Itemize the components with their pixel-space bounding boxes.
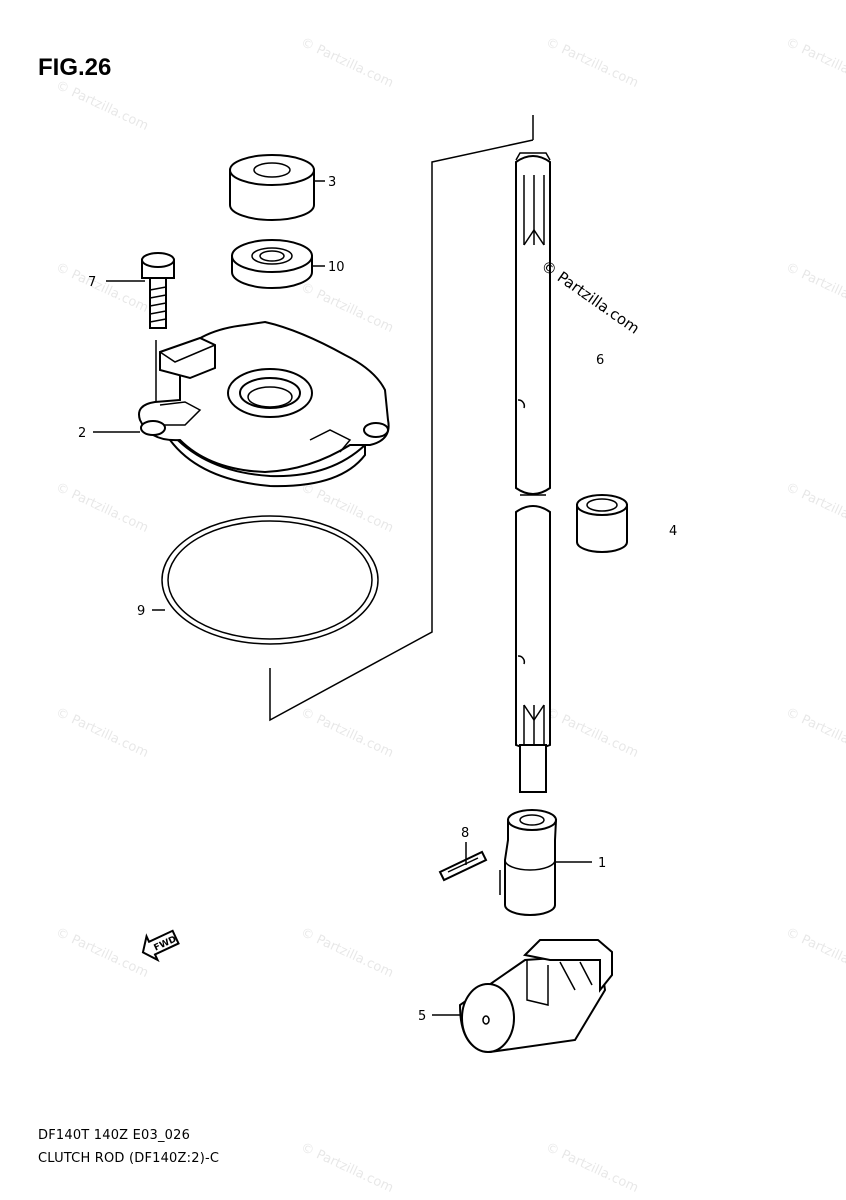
part-5-shifter[interactable] [458,939,613,1054]
watermark-main: © Partzilla.com [538,257,643,338]
watermark: © Partzilla.com [298,480,395,536]
part-7-bolt[interactable] [141,252,175,329]
part-3-spacer[interactable] [229,154,315,221]
footer-assembly-name: CLUTCH ROD (DF140Z:2)-C [38,1151,220,1166]
callout-9: 9 [137,604,145,619]
part-6-clutch-rod[interactable] [515,152,551,793]
watermark: © Partzilla.com [783,35,846,91]
watermark: © Partzilla.com [298,35,395,91]
part-10-oil-seal[interactable] [231,239,313,289]
watermark: © Partzilla.com [298,1140,395,1196]
callout-7: 7 [88,275,96,290]
callout-6: 6 [596,353,604,368]
assembly-bracket-line [269,115,534,722]
watermark: © Partzilla.com [783,480,846,536]
watermark: © Partzilla.com [53,925,150,981]
watermark-grid: © Partzilla.com © Partzilla.com © Partzi… [53,35,846,1196]
footer-catalog-code: DF140T 140Z E03_026 [38,1128,191,1143]
callout-8: 8 [461,826,469,841]
watermark: © Partzilla.com [298,280,395,336]
callout-2: 2 [78,426,86,441]
watermark: © Partzilla.com [783,925,846,981]
watermark: © Partzilla.com [53,78,150,134]
watermark: © Partzilla.com [783,260,846,316]
callout-5: 5 [418,1009,426,1024]
watermark: © Partzilla.com [543,1140,640,1196]
part-1-connector[interactable] [499,809,558,916]
callout-1: 1 [598,856,606,871]
fwd-direction-badge: FWD [141,929,180,963]
watermark: © Partzilla.com [543,35,640,91]
leader-lines [93,180,592,1016]
part-9-o-ring[interactable] [161,515,379,645]
watermark: © Partzilla.com [298,705,395,761]
figure-title: FIG.26 [38,54,112,81]
watermark: © Partzilla.com [543,705,640,761]
watermark: © Partzilla.com [783,705,846,761]
watermark: © Partzilla.com [298,925,395,981]
callout-4: 4 [669,524,677,539]
callout-10: 10 [328,260,345,275]
watermark: © Partzilla.com [53,260,150,316]
watermark: © Partzilla.com [53,705,150,761]
watermark: © Partzilla.com [53,480,150,536]
part-8-pin[interactable] [438,850,488,882]
callout-3: 3 [328,175,336,190]
part-2-housing[interactable] [138,320,390,488]
part-4-bushing[interactable] [576,494,628,553]
